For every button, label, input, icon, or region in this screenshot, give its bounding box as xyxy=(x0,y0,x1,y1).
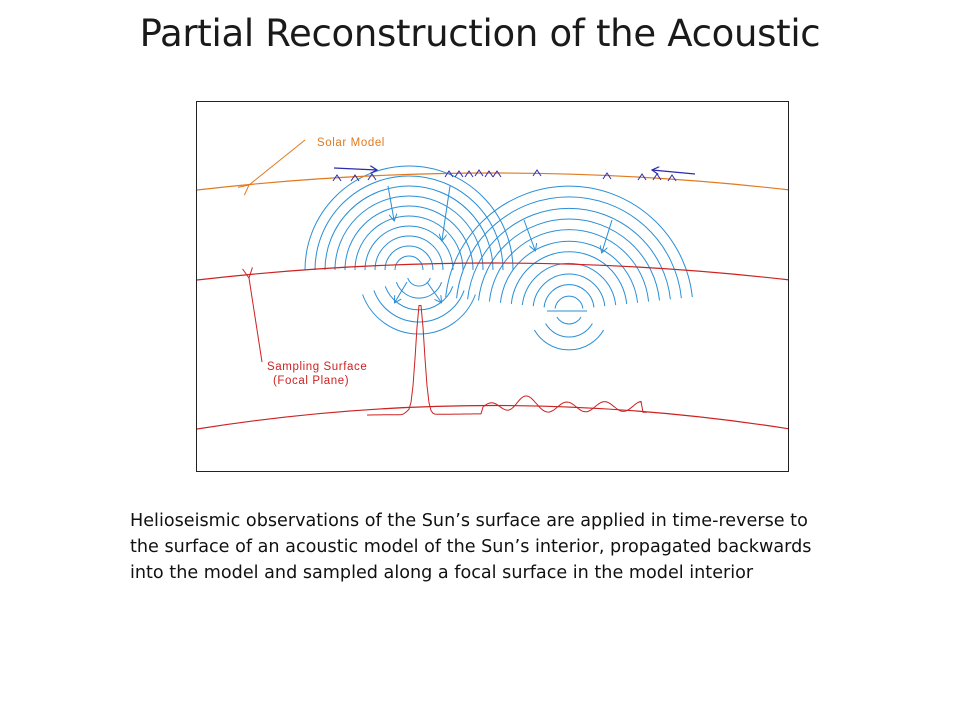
slide-title: Partial Reconstruction of the Acoustic xyxy=(139,12,821,55)
sampling-surface-leader-arrow xyxy=(249,278,263,363)
wavefront-arc xyxy=(533,329,605,351)
diagram-canvas: Solar Model Sampling Surface (Focal Plan… xyxy=(197,137,788,430)
surface-mark xyxy=(444,170,454,178)
propagation-arrow xyxy=(442,185,451,240)
solar-model-leader-arrow xyxy=(249,139,306,185)
surface-mark xyxy=(464,170,474,178)
wavefront-arc xyxy=(488,229,650,302)
wavefront-arc xyxy=(344,205,474,271)
propagation-arrow xyxy=(395,281,408,302)
surface-mark xyxy=(367,173,377,181)
lower-boundary xyxy=(197,404,788,430)
wavefront-arc xyxy=(467,207,671,300)
propagation-arrow xyxy=(523,219,535,250)
surface-mark xyxy=(332,174,342,182)
surface-mark xyxy=(667,174,677,182)
surface-mark xyxy=(474,169,484,177)
propagation-arrows xyxy=(387,185,613,302)
wavefront-arc xyxy=(394,255,424,271)
wavefront-arc xyxy=(304,165,514,271)
wavefront-arc xyxy=(554,295,584,309)
wavefronts-left xyxy=(304,165,514,271)
solar-model-label: Solar Model xyxy=(317,137,385,149)
diagram-figure: Solar Model Sampling Surface (Focal Plan… xyxy=(196,101,789,472)
surface-arrow-left xyxy=(652,170,696,174)
wavefront-arc xyxy=(510,251,628,304)
surface-mark xyxy=(484,170,494,178)
wavefront-arc xyxy=(545,323,593,338)
wavefront-arc xyxy=(556,316,582,325)
wavefront-arc xyxy=(445,185,693,298)
wavefront-arc xyxy=(362,294,476,335)
wavefront-arc xyxy=(384,245,434,271)
wavefront-arc xyxy=(324,185,494,271)
focal-plane-label: (Focal Plane) xyxy=(273,375,349,387)
surface-arrow-right xyxy=(333,168,377,170)
wavefront-arc xyxy=(499,240,639,303)
wavefront-arc xyxy=(532,273,606,307)
surface-mark xyxy=(602,172,612,180)
propagation-arrow xyxy=(602,219,613,252)
propagation-arrow xyxy=(387,185,394,220)
solar-model-surface xyxy=(197,172,788,191)
surface-marks xyxy=(332,169,677,182)
sampling-surface-label: Sampling Surface xyxy=(267,361,367,373)
wavefront-arc xyxy=(314,175,504,271)
sampled-signal-trace xyxy=(367,305,647,416)
wavefront-arc xyxy=(334,195,484,271)
slide-caption: Helioseismic observations of the Sun’s s… xyxy=(130,511,812,583)
surface-mark xyxy=(454,170,464,178)
wavefront-arc xyxy=(407,277,431,287)
surface-mark xyxy=(532,169,542,177)
wavefront-arc xyxy=(373,290,465,323)
surface-mark xyxy=(492,170,502,178)
surface-mark xyxy=(652,173,662,181)
wavefront-arc xyxy=(543,284,595,308)
wavefronts-right xyxy=(445,185,693,309)
surface-mark xyxy=(350,174,360,182)
wavefront-arc xyxy=(395,282,443,299)
surface-mark xyxy=(637,173,647,181)
wavefront-arc xyxy=(456,196,682,299)
propagation-arrow xyxy=(426,281,441,302)
sampling-surface xyxy=(197,262,788,281)
wavefront-arc xyxy=(374,235,444,271)
wavefront-arc xyxy=(354,215,464,271)
wavefronts-focus xyxy=(362,277,605,351)
wavefront-arc xyxy=(521,262,617,306)
wavefront-arc xyxy=(364,225,454,271)
